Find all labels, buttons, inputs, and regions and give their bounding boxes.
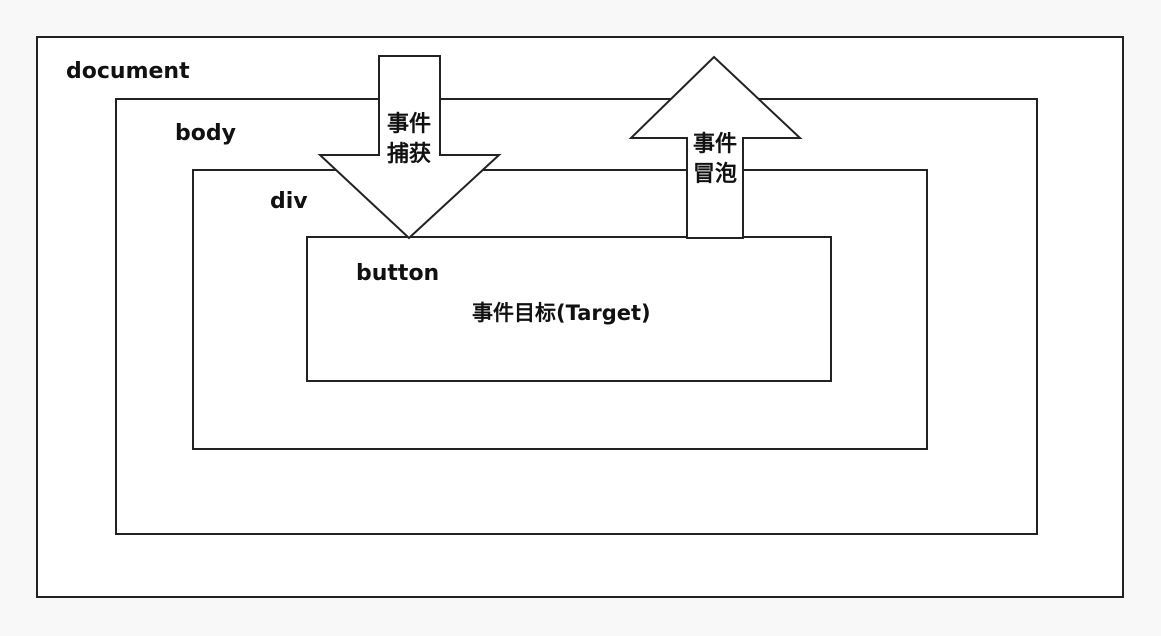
- button-box: [306, 236, 832, 382]
- bubble-text: 事件 冒泡: [690, 130, 740, 190]
- button-label: button: [356, 261, 440, 286]
- capture-text-line1: 事件: [386, 112, 431, 137]
- target-label: 事件目标(Target): [472, 301, 651, 325]
- capture-text-line2: 捕获: [386, 142, 431, 167]
- div-label: div: [270, 189, 308, 214]
- document-label: document: [66, 59, 190, 84]
- capture-arrow: [317, 55, 502, 240]
- bubble-text-line2: 冒泡: [692, 162, 737, 187]
- capture-text: 事件 捕获: [384, 110, 434, 170]
- body-label: body: [175, 121, 236, 146]
- bubble-arrow: [628, 55, 803, 239]
- bubble-text-line1: 事件: [692, 132, 737, 157]
